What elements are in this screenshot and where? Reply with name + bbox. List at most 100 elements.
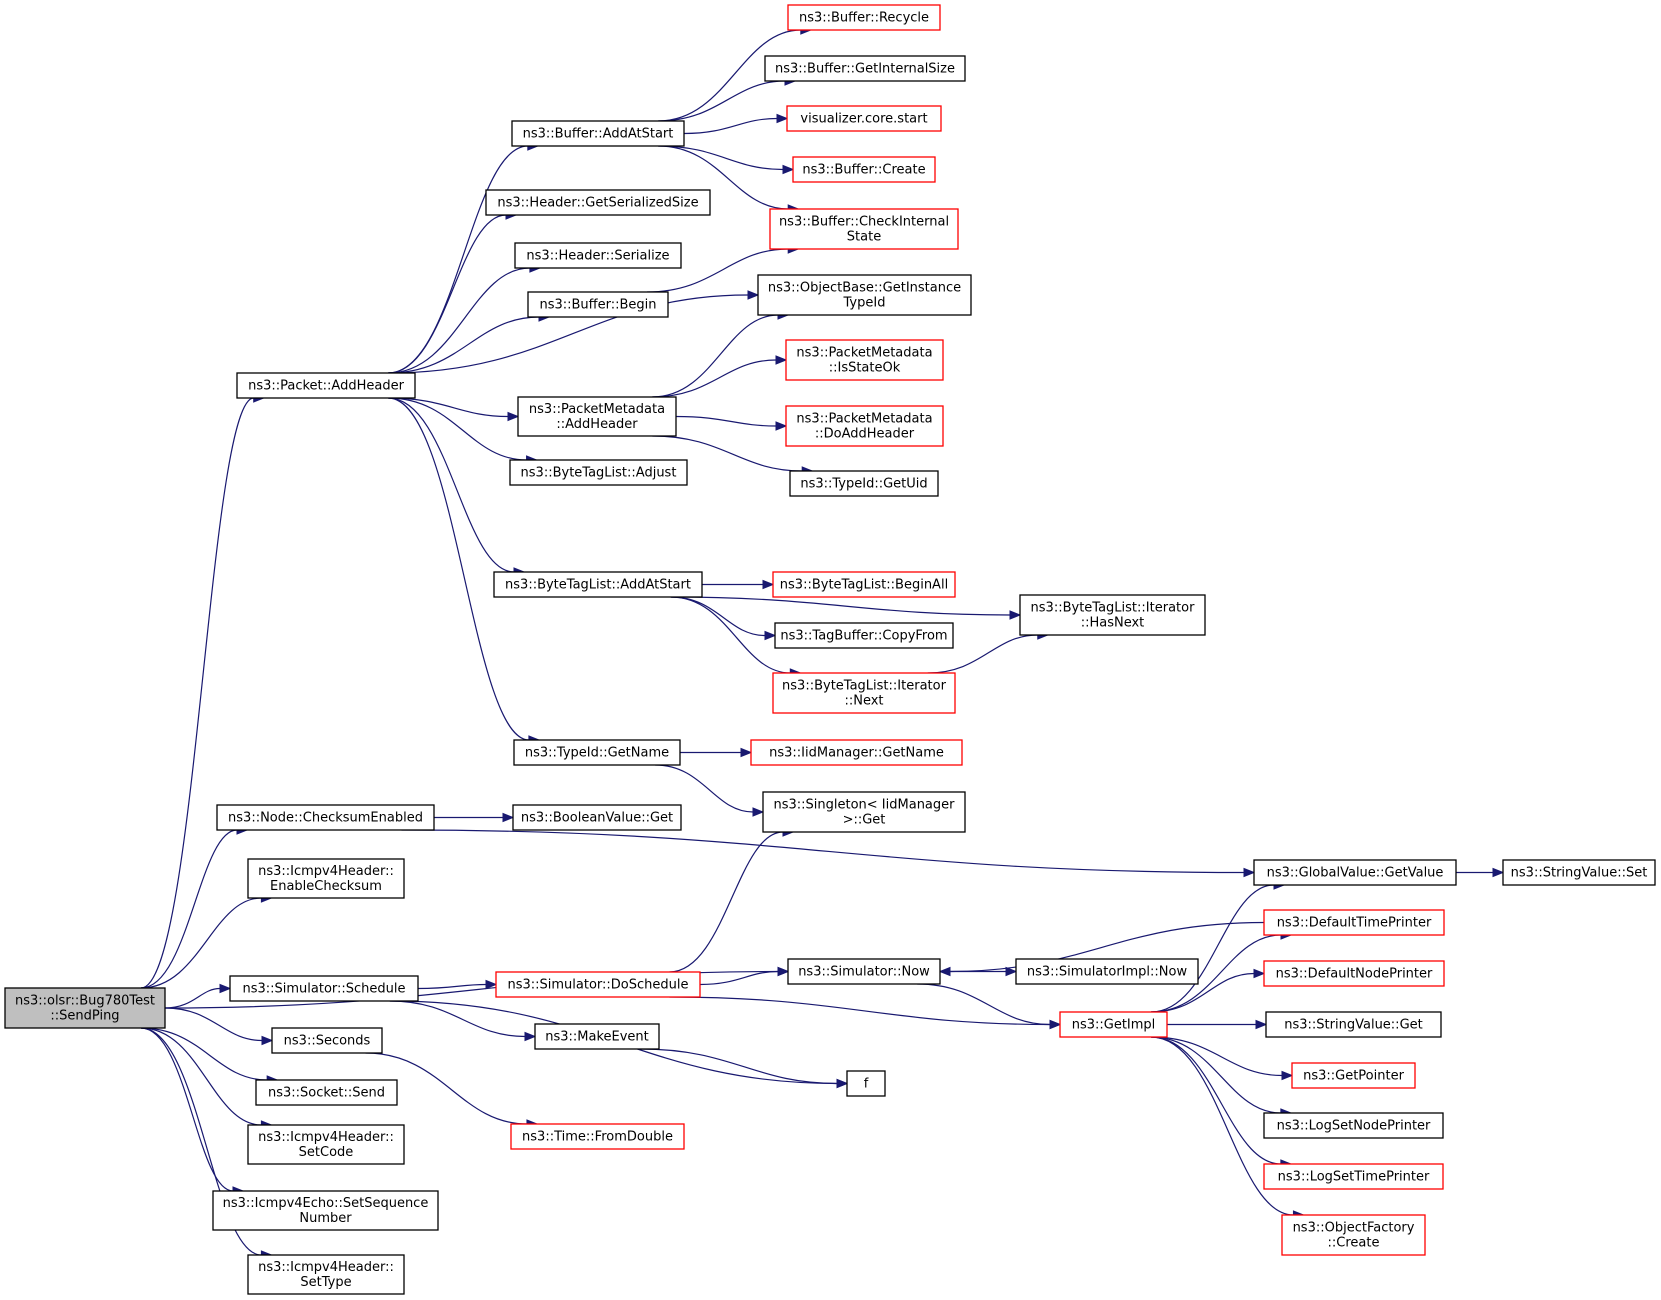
edge-arrowhead [782, 164, 795, 175]
node-box [764, 55, 966, 82]
edge-typeidgetname-to-iidgetname [680, 747, 753, 758]
node-box [511, 120, 685, 147]
node-recycle[interactable]: ns3::Buffer::Recycle [787, 4, 941, 31]
edge-line [675, 415, 777, 427]
node-bufferbegin[interactable]: ns3::Buffer::Begin [527, 291, 669, 318]
node-simnow[interactable]: ns3::Simulator::Now [787, 958, 941, 985]
node-beginall[interactable]: ns3::ByteTagList::BeginAll [772, 571, 956, 598]
edge-pmaddheader-to-isstateok [652, 355, 788, 398]
edge-line [1150, 1036, 1294, 1216]
node-simimplnow[interactable]: ns3::SimulatorImpl::Now [1015, 958, 1199, 985]
edge-line [658, 80, 786, 122]
node-label: ns3::Singleton< IidManager [773, 798, 955, 813]
node-box [750, 739, 963, 766]
node-getuid[interactable]: ns3::TypeId::GetUid [789, 470, 939, 497]
node-box [1019, 594, 1206, 636]
node-btladjust[interactable]: ns3::ByteTagList::Adjust [509, 459, 688, 486]
edge-arrowhead [740, 747, 753, 758]
node-label: ns3::ByteTagList::BeginAll [780, 578, 948, 593]
node-f[interactable]: f [846, 1070, 886, 1097]
node-box [4, 987, 166, 1029]
node-enablechecksum[interactable]: ns3::Icmpv4Header::EnableChecksum [247, 858, 405, 899]
node-btladdatstart[interactable]: ns3::ByteTagList::AddAtStart [493, 571, 703, 598]
node-getimpl[interactable]: ns3::GetImpl [1059, 1011, 1168, 1038]
node-seconds[interactable]: ns3::Seconds [271, 1027, 383, 1054]
node-booleanget[interactable]: ns3::BooleanValue::Get [512, 804, 682, 831]
edge-btladdatstart-to-beginall [701, 579, 775, 590]
node-checksumenabled[interactable]: ns3::Node::ChecksumEnabled [216, 804, 435, 831]
node-box [787, 4, 941, 31]
edge-getimpl-to-logsetnodeprinter [1150, 1036, 1293, 1118]
edge-arrowhead [777, 966, 790, 977]
node-objfactorycreate[interactable]: ns3::ObjectFactory::Create [1281, 1214, 1426, 1256]
node-box [485, 189, 711, 216]
node-label: ns3::Icmpv4Header:: [258, 864, 394, 879]
node-addatstart[interactable]: ns3::Buffer::AddAtStart [511, 120, 685, 147]
edge-simnow-to-getimpl [917, 983, 1062, 1030]
node-label: ns3::StringValue::Set [1511, 866, 1648, 881]
node-box [1059, 1011, 1168, 1038]
node-defaultnodeprinter[interactable]: ns3::DefaultNodePrinter [1263, 960, 1445, 987]
edge-addatstart-to-vizstart [683, 113, 789, 135]
node-send[interactable]: ns3::Socket::Send [255, 1079, 398, 1106]
edge-addheader-to-getserializedsize [388, 210, 518, 374]
node-label: ns3::Socket::Send [268, 1086, 385, 1101]
node-addheader[interactable]: ns3::Packet::AddHeader [236, 372, 416, 399]
edge-arrowhead [261, 1035, 274, 1046]
node-label: ns3::SimulatorImpl::Now [1027, 965, 1188, 980]
edge-arrowhead [938, 966, 951, 977]
node-box [785, 339, 944, 381]
node-label: TypeId [843, 296, 886, 311]
node-getpointer[interactable]: ns3::GetPointer [1291, 1062, 1416, 1089]
node-label: ns3::Buffer::Begin [539, 298, 656, 313]
node-logsettimeprinter[interactable]: ns3::LogSetTimePrinter [1263, 1163, 1444, 1190]
node-label: ns3::Header::GetSerializedSize [497, 196, 698, 211]
node-copyfrom[interactable]: ns3::TagBuffer::CopyFrom [774, 622, 954, 649]
node-doschedule[interactable]: ns3::Simulator::DoSchedule [495, 971, 701, 998]
node-getserializedsize[interactable]: ns3::Header::GetSerializedSize [485, 189, 711, 216]
node-makeevent[interactable]: ns3::MakeEvent [534, 1023, 660, 1050]
node-isstateok[interactable]: ns3::PacketMetadata::IsStateOk [785, 339, 944, 381]
node-box [271, 1027, 383, 1054]
edge-root-to-enablechecksum [140, 893, 273, 989]
node-stringget[interactable]: ns3::StringValue::Get [1265, 1011, 1442, 1038]
node-label: ns3::StringValue::Get [1284, 1018, 1422, 1033]
node-defaulttimeprinter[interactable]: ns3::DefaultTimePrinter [1263, 909, 1445, 936]
nodes-layer: ns3::olsr::Bug780Test::SendPingns3::Pack… [4, 4, 1656, 1295]
node-hasnext[interactable]: ns3::ByteTagList::Iterator::HasNext [1019, 594, 1206, 636]
edge-arrowhead [775, 355, 788, 365]
node-label: ns3::DefaultTimePrinter [1277, 916, 1432, 931]
node-setcode[interactable]: ns3::Icmpv4Header::SetCode [247, 1124, 405, 1165]
edge-arrowhead [1049, 1019, 1062, 1030]
node-globalgetvalue[interactable]: ns3::GlobalValue::GetValue [1253, 859, 1457, 886]
node-typeidgetname[interactable]: ns3::TypeId::GetName [513, 739, 681, 766]
node-label: ns3::BooleanValue::Get [521, 811, 673, 826]
node-label: ns3::Packet::AddHeader [248, 379, 404, 394]
node-box [236, 372, 416, 399]
node-label: visualizer.core.start [800, 112, 927, 127]
node-vizstart[interactable]: visualizer.core.start [786, 105, 942, 132]
node-buffercreate[interactable]: ns3::Buffer::Create [792, 156, 936, 183]
node-settype[interactable]: ns3::Icmpv4Header::SetType [247, 1254, 405, 1295]
node-schedule[interactable]: ns3::Simulator::Schedule [229, 975, 419, 1002]
node-box [1263, 909, 1445, 936]
node-singletonget[interactable]: ns3::Singleton< IidManager>::Get [762, 791, 966, 833]
node-logsetnodeprinter[interactable]: ns3::LogSetNodePrinter [1263, 1112, 1444, 1139]
edge-line [669, 831, 784, 973]
node-iternext[interactable]: ns3::ByteTagList::Iterator::Next [772, 672, 956, 714]
node-label: ::IsStateOk [829, 361, 901, 376]
node-pmaddheader[interactable]: ns3::PacketMetadata::AddHeader [517, 396, 677, 437]
node-iidgetname[interactable]: ns3::IidManager::GetName [750, 739, 963, 766]
edge-getimpl-to-defaultnodeprinter [1150, 968, 1266, 1013]
node-label: ::Create [1328, 1236, 1380, 1251]
node-doaddheader[interactable]: ns3::PacketMetadata::DoAddHeader [785, 405, 944, 447]
node-getinternalsize[interactable]: ns3::Buffer::GetInternalSize [764, 55, 966, 82]
node-stringset[interactable]: ns3::StringValue::Set [1502, 859, 1656, 886]
node-serialize[interactable]: ns3::Header::Serialize [514, 242, 682, 269]
edge-arrowhead [1005, 966, 1018, 977]
node-fromdouble[interactable]: ns3::Time::FromDouble [510, 1123, 685, 1150]
node-box [846, 1070, 886, 1097]
